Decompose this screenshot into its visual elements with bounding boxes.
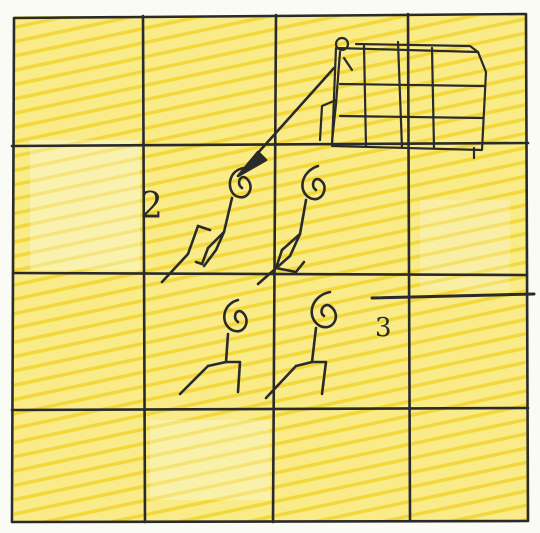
highlighter-wash bbox=[14, 16, 527, 521]
label-first: 2 bbox=[140, 186, 163, 227]
label-second: 3 bbox=[375, 313, 392, 343]
